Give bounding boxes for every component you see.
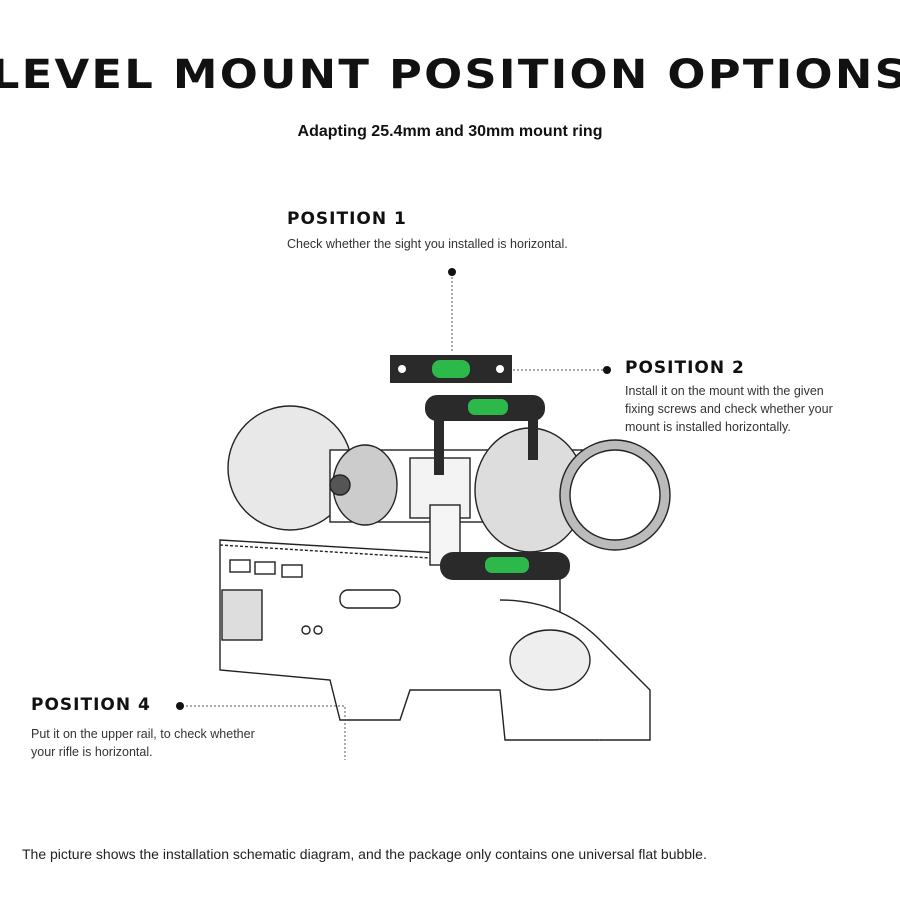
callout-dot-1 xyxy=(448,268,456,276)
footer-note: The picture shows the installation schem… xyxy=(22,846,707,862)
position-2-description-line: fixing screws and check whether your xyxy=(625,402,833,416)
position-4-description-line: Put it on the upper rail, to check wheth… xyxy=(31,727,255,741)
position-1-callout: POSITION 1 Check whether the sight you i… xyxy=(287,209,568,253)
bubble-level-position-3 xyxy=(440,552,570,580)
position-2-description-line: Install it on the mount with the given xyxy=(625,384,824,398)
bubble-level-position-2 xyxy=(425,395,545,475)
position-1-description: Check whether the sight you installed is… xyxy=(287,237,568,251)
position-4-label: POSITION 4 xyxy=(31,695,151,715)
position-2-description-line: mount is installed horizontally. xyxy=(625,420,791,434)
callout-dot-4 xyxy=(176,702,184,710)
position-2-callout: POSITION 2 Install it on the mount with … xyxy=(625,358,833,436)
position-4-description-line: your rifle is horizontal. xyxy=(31,745,153,759)
position-2-label: POSITION 2 xyxy=(625,358,745,378)
bubble-level-position-1 xyxy=(390,355,512,383)
callout-dot-2 xyxy=(603,366,611,374)
page-title: LEVEL MOUNT POSITION OPTIONS xyxy=(0,52,900,98)
subtitle: Adapting 25.4mm and 30mm mount ring xyxy=(297,123,603,140)
position-1-label: POSITION 1 xyxy=(287,209,407,229)
position-4-callout: POSITION 4 Put it on the upper rail, to … xyxy=(31,695,255,761)
